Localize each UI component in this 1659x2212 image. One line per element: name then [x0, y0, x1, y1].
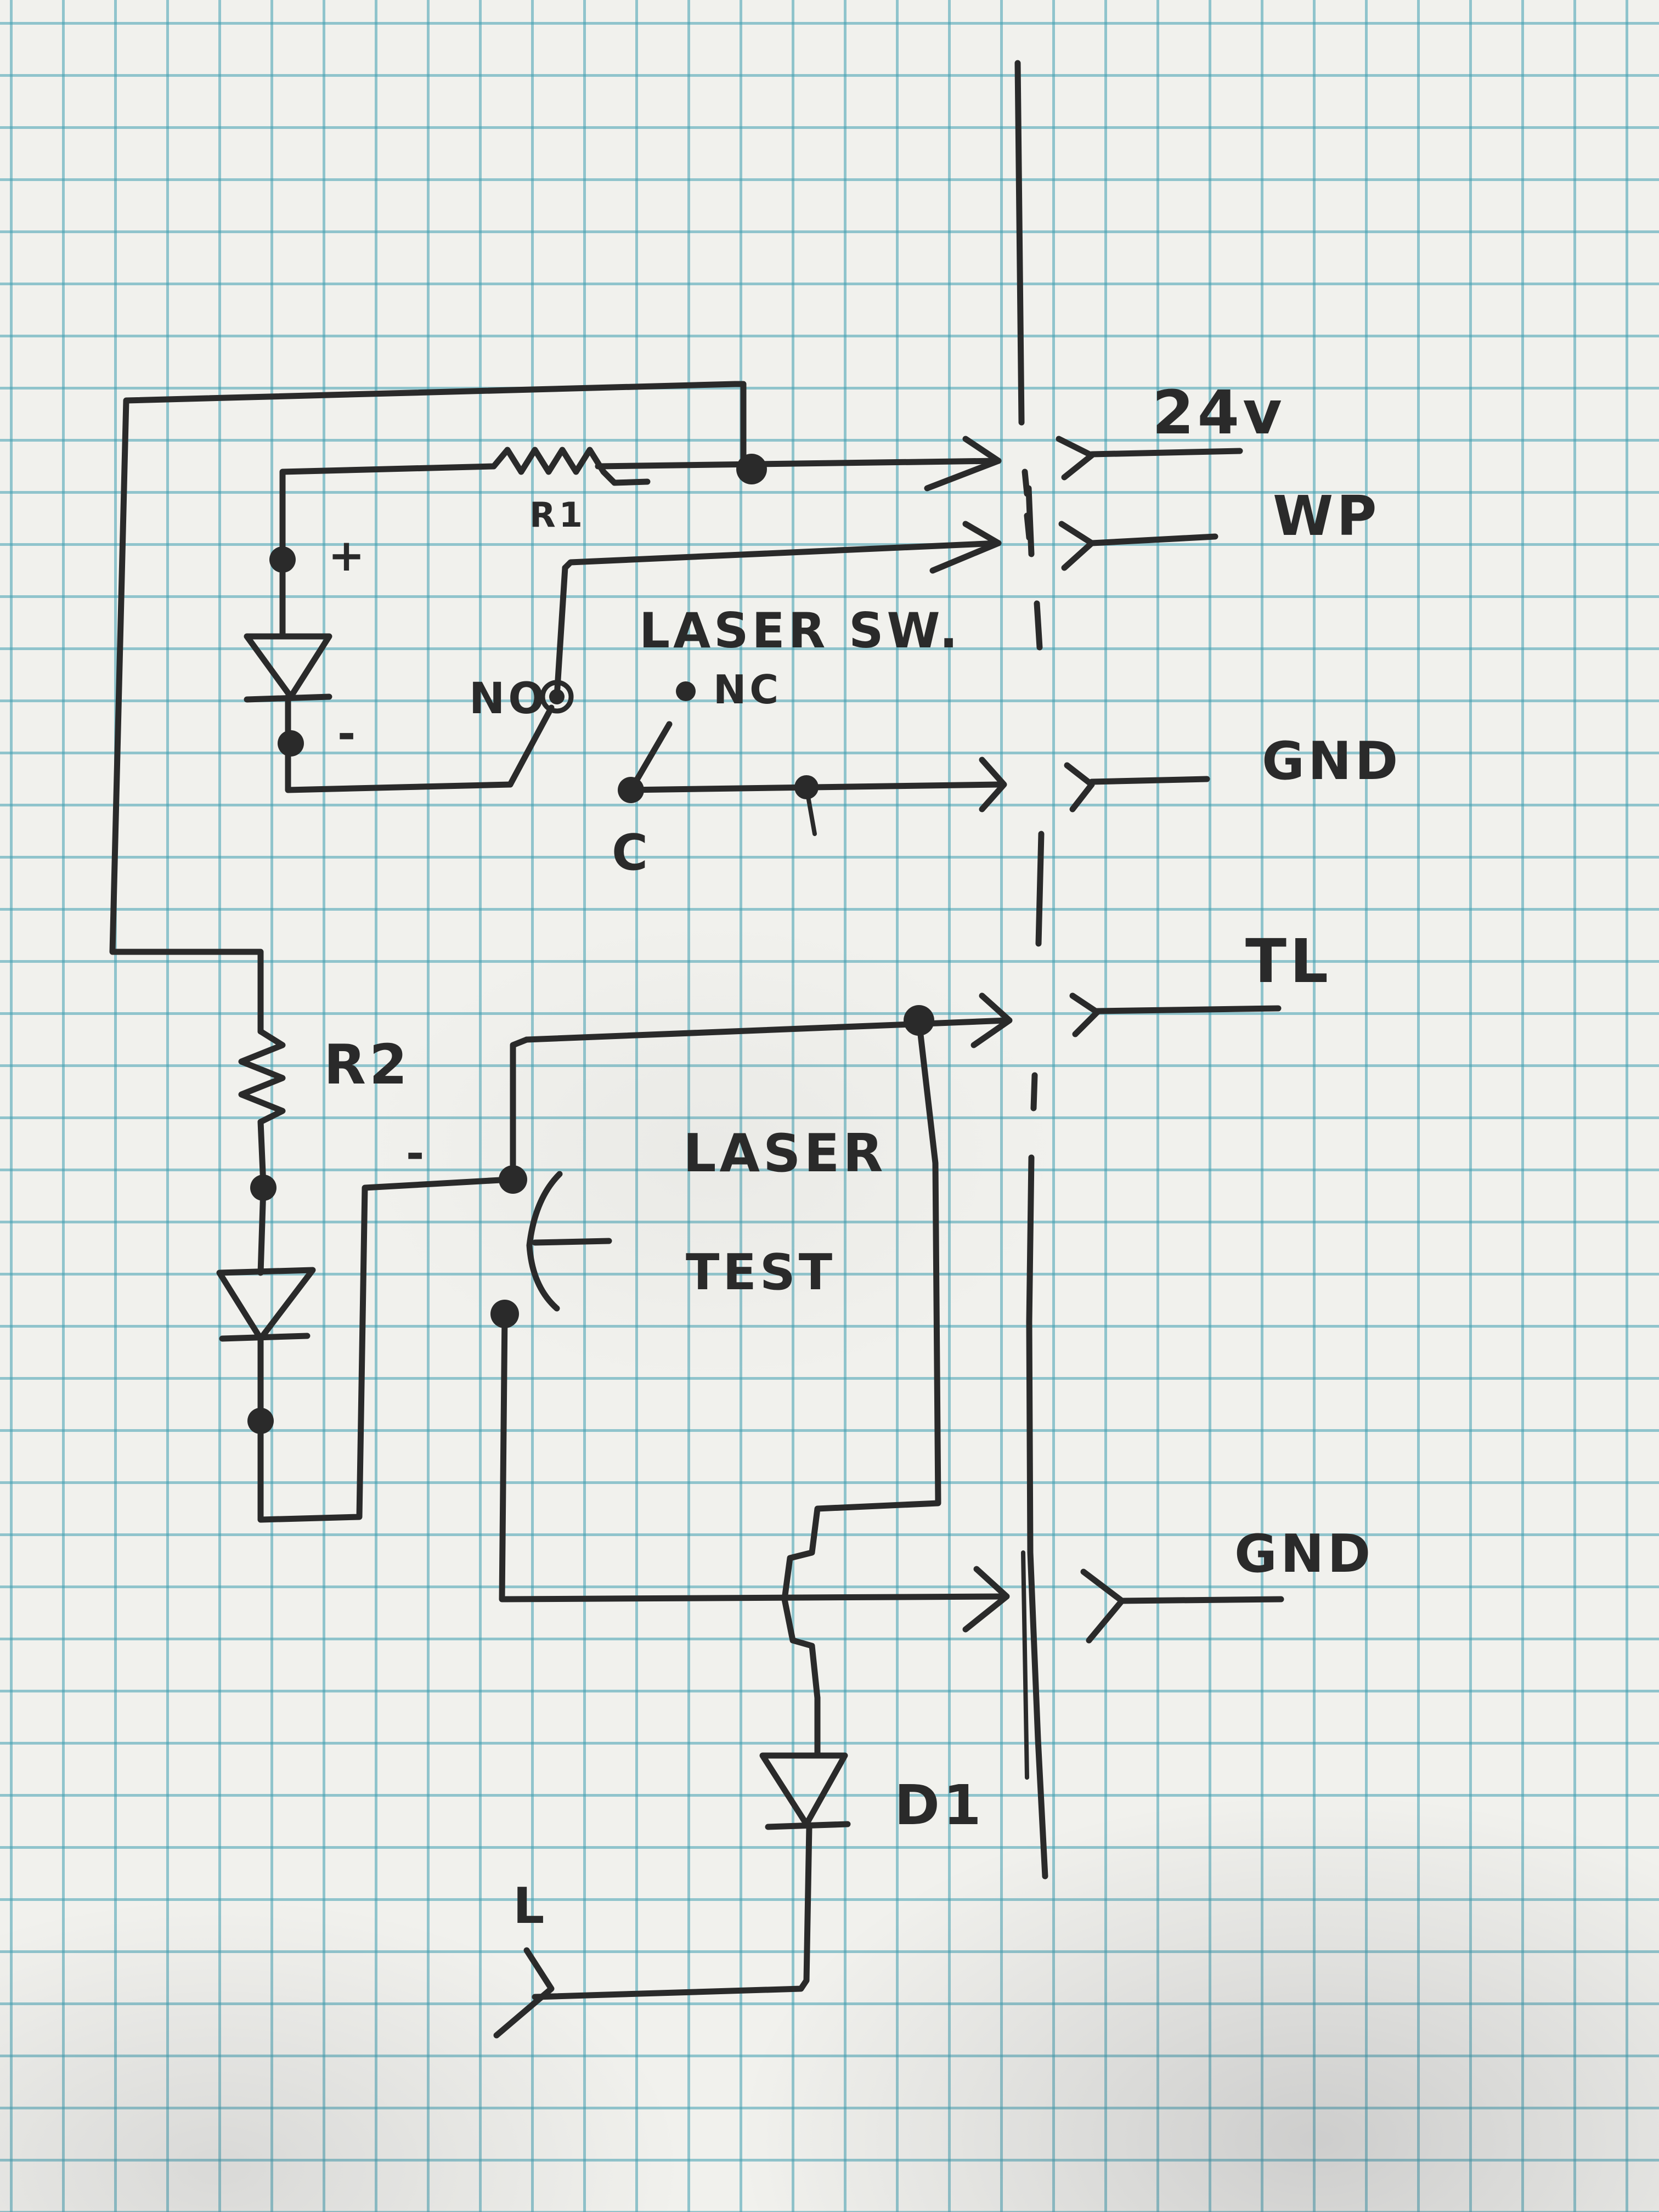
- label-led1-plus: +: [328, 530, 368, 581]
- label-tl: TL: [1245, 926, 1331, 996]
- laser-switch: LASER SW. NO NC C: [469, 565, 961, 882]
- laser-test-switch: LASER TEST: [490, 1005, 941, 1701]
- label-24v: 24v: [1152, 377, 1285, 448]
- pin-wp: WP: [562, 484, 1380, 574]
- label-led2-minus: -: [406, 1128, 427, 1179]
- led1: + -: [244, 530, 514, 793]
- label-wp: WP: [1273, 484, 1380, 548]
- label-gnd-top: GND: [1262, 731, 1401, 792]
- outer-loop-wire: [109, 381, 767, 1035]
- label-sw-no: NO: [469, 674, 548, 724]
- r2-resistor: R2: [238, 1028, 411, 1201]
- label-gnd-bottom: GND: [1234, 1524, 1374, 1584]
- label-l: L: [513, 1877, 548, 1935]
- label-sw-c: C: [612, 824, 651, 882]
- label-d1: D1: [894, 1773, 985, 1837]
- r1-resistor: R1: [279, 447, 651, 563]
- label-r2: R2: [324, 1032, 411, 1097]
- label-laser-test-1: LASER: [683, 1124, 887, 1184]
- led2: -: [216, 1128, 514, 1523]
- label-r1: R1: [529, 495, 586, 535]
- pin-l: L: [493, 1877, 555, 2039]
- pin-24v: 24v: [595, 377, 1285, 492]
- label-laser-sw: LASER SW.: [639, 602, 961, 659]
- label-laser-test-2: TEST: [686, 1244, 836, 1301]
- connector-housing-line: [1014, 60, 1048, 1880]
- label-sw-nc: NC: [713, 667, 782, 713]
- pin-gnd-top: GND: [622, 731, 1401, 812]
- pin-gnd-bottom: GND: [501, 1524, 1374, 1644]
- d1-diode: D1: [532, 1695, 985, 2000]
- label-led1-minus: -: [337, 708, 359, 759]
